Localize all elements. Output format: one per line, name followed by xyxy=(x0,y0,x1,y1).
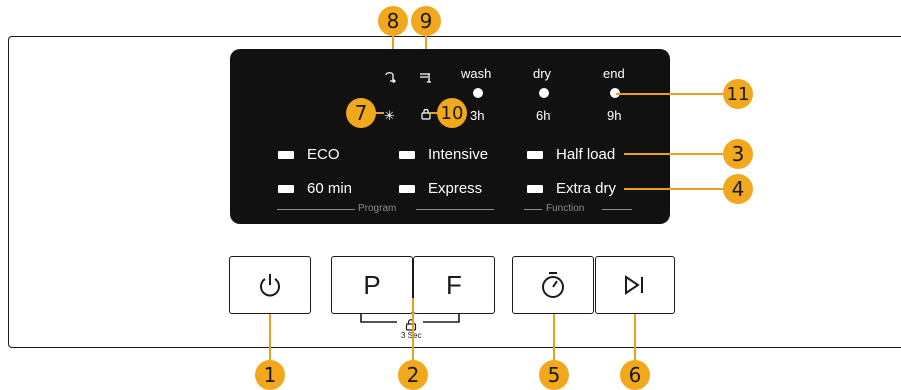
function-button[interactable]: F xyxy=(413,256,495,314)
program-label-60min: 60 min xyxy=(307,180,353,197)
leader-11 xyxy=(616,93,726,95)
salt-icon xyxy=(420,73,431,83)
phase-label-dry: dry xyxy=(533,66,552,81)
program-group-label: Program xyxy=(358,203,397,214)
leader-10 xyxy=(430,112,440,114)
power-button[interactable] xyxy=(229,256,311,314)
program-label-express: Express xyxy=(428,180,483,197)
phase-indicator-dry xyxy=(539,88,549,98)
start-pause-button[interactable] xyxy=(595,256,675,314)
leader-4 xyxy=(624,188,726,190)
program-led-eco xyxy=(278,151,294,159)
lock-hint-text: 3 Sec xyxy=(401,331,422,340)
function-led-half-load xyxy=(527,151,543,159)
phase-indicator-wash xyxy=(473,88,483,98)
delay-timer-button[interactable] xyxy=(512,256,594,314)
phase-label-wash: wash xyxy=(461,66,492,81)
phase-indicator-end xyxy=(610,88,620,98)
callout-9: 9 xyxy=(411,6,441,36)
leader-3 xyxy=(624,153,726,155)
callout-3: 3 xyxy=(723,139,753,169)
function-group-line-right xyxy=(602,209,632,210)
function-label-extra-dry: Extra dry xyxy=(556,180,617,197)
control-panel-frame xyxy=(8,36,901,348)
snowflake-icon: ✳ xyxy=(384,108,395,123)
rinse-aid-icon xyxy=(385,72,396,83)
program-label-intensive: Intensive xyxy=(428,146,489,163)
phase-time-dry: 6h xyxy=(536,108,551,123)
function-label-half-load: Half load xyxy=(556,146,616,163)
program-group-line-right xyxy=(416,209,494,210)
timer-icon xyxy=(542,272,564,298)
leader-1 xyxy=(269,314,271,362)
child-lock-icon xyxy=(421,108,431,120)
callout-5: 5 xyxy=(539,360,569,390)
callout-2: 2 xyxy=(398,360,428,390)
phase-label-end: end xyxy=(603,66,625,81)
function-button-label: F xyxy=(446,269,462,300)
callout-7: 7 xyxy=(346,98,376,128)
lock-bracket xyxy=(360,314,460,323)
leader-7 xyxy=(374,112,384,114)
leader-9 xyxy=(425,35,427,49)
function-group-label: Function xyxy=(546,203,585,214)
callout-6: 6 xyxy=(620,360,650,390)
program-group-line-left xyxy=(277,209,355,210)
leader-8 xyxy=(392,35,394,49)
function-led-extra-dry xyxy=(527,185,543,193)
program-button[interactable]: P xyxy=(331,256,413,314)
callout-10: 10 xyxy=(437,98,467,128)
leader-6 xyxy=(634,314,636,362)
leader-5 xyxy=(553,314,555,362)
callout-8: 8 xyxy=(378,6,408,36)
program-led-intensive xyxy=(399,151,415,159)
start-pause-icon xyxy=(625,275,643,295)
power-icon xyxy=(260,274,280,297)
status-display: wash dry end 3h 6h 9h ✳ ECO Intensive Ha… xyxy=(230,49,670,224)
phase-time-wash: 3h xyxy=(470,108,485,123)
leader-2 xyxy=(412,298,414,362)
program-label-eco: ECO xyxy=(307,146,340,163)
function-group-line-left xyxy=(524,209,542,210)
callout-11: 11 xyxy=(723,79,753,109)
program-led-60min xyxy=(278,185,294,193)
phase-time-end: 9h xyxy=(607,108,622,123)
callout-1: 1 xyxy=(255,360,285,390)
lock-icon xyxy=(405,319,417,331)
callout-4: 4 xyxy=(723,174,753,204)
program-led-express xyxy=(399,185,415,193)
program-button-label: P xyxy=(363,269,381,300)
